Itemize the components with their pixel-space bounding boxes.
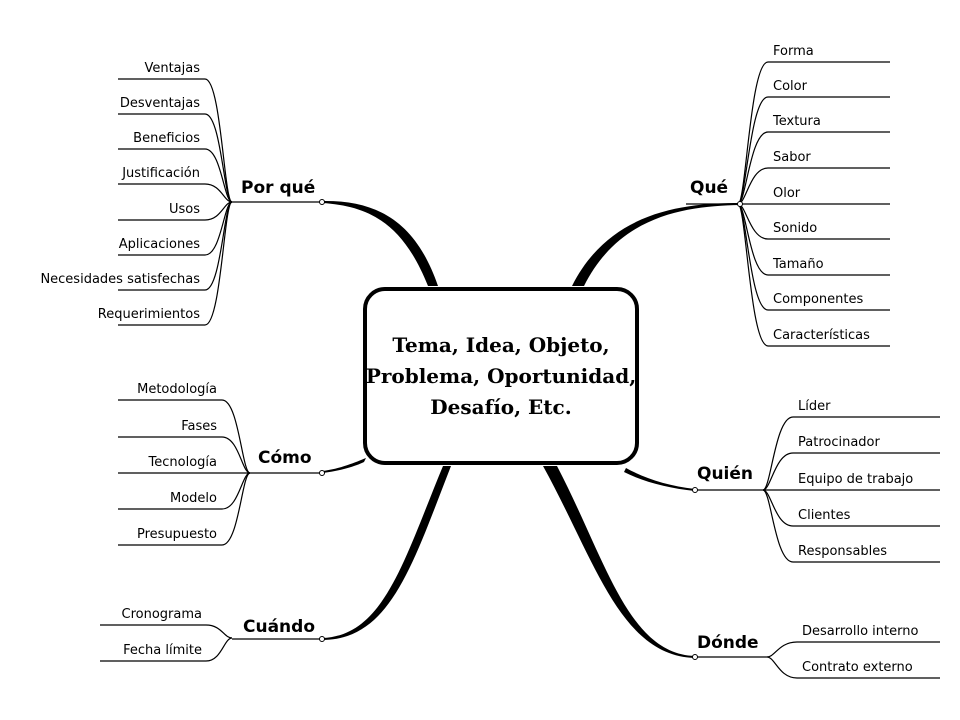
leaf-que-tamano: Tamaño [773, 257, 824, 272]
leaf-que-forma: Forma [773, 44, 814, 59]
leaf-como-metodologia: Metodología [137, 382, 217, 397]
branch-label-donde: Dónde [697, 633, 759, 653]
trunk-quien [624, 468, 695, 491]
leaf-donde-desarrollo-interno: Desarrollo interno [802, 624, 919, 639]
central-topic: Tema, Idea, Objeto, Problema, Oportunida… [363, 287, 639, 465]
branch-label-quien: Quién [697, 464, 754, 484]
node-dot-como [319, 470, 325, 476]
connector-como-4 [221, 472, 251, 546]
leaf-porque-usos: Usos [168, 202, 200, 217]
leaf-quien-clientes: Clientes [798, 508, 851, 523]
trunk-cuando [322, 466, 451, 640]
trunk-donde [543, 466, 695, 658]
leaf-porque-justificacion: Justificación [122, 166, 200, 181]
leaf-que-textura: Textura [773, 114, 821, 129]
connector-cuando-1 [205, 637, 233, 662]
connector-porque-2 [204, 148, 233, 203]
leaf-que-caracteristicas: Características [773, 328, 870, 343]
leaf-cuando-cronograma: Cronograma [121, 607, 202, 622]
connector-quien-4 [762, 489, 794, 563]
leaf-porque-aplicaciones: Aplicaciones [118, 237, 200, 252]
connector-porque-3 [204, 183, 233, 203]
leaf-porque-necesidades: Necesidades satisfechas [40, 272, 200, 287]
leaf-que-sonido: Sonido [773, 221, 818, 236]
node-dots [319, 199, 743, 660]
connector-donde-0 [766, 641, 798, 658]
leaf-que-olor: Olor [773, 186, 801, 201]
central-topic-line-2: Problema, Oportunidad, [365, 363, 637, 388]
leaf-porque-ventajas: Ventajas [144, 61, 200, 76]
connector-porque-7 [204, 201, 233, 326]
branch-label-como: Cómo [258, 448, 312, 468]
leaf-quien-lider: Líder [798, 399, 831, 414]
leaf-como-tecnologia: Tecnología [148, 455, 217, 470]
leaf-que-sabor: Sabor [773, 150, 811, 165]
trunk-porque [322, 200, 438, 286]
leaf-quien-patrocinador: Patrocinador [798, 435, 880, 450]
branch-label-que: Qué [690, 178, 729, 198]
leaf-porque-requerimientos: Requerimientos [97, 307, 200, 322]
node-dot-cuando [319, 636, 325, 642]
node-dot-quien [692, 487, 698, 493]
leaf-que-componentes: Componentes [773, 292, 864, 307]
leaf-quien-equipo: Equipo de trabajo [798, 472, 914, 487]
leaf-como-modelo: Modelo [170, 491, 217, 506]
leaf-cuando-fecha-limite: Fecha límite [123, 643, 202, 658]
connector-cuando-0 [205, 624, 233, 639]
trunk-que [572, 203, 740, 286]
leaf-que-color: Color [773, 79, 807, 94]
leaf-como-fases: Fases [181, 419, 217, 434]
branch-label-porque: Por qué [241, 178, 316, 198]
central-topic-line-3: Desafío, Etc. [430, 394, 572, 419]
leaf-porque-beneficios: Beneficios [133, 131, 200, 146]
leaf-porque-desventajas: Desventajas [119, 96, 200, 111]
branch-trunks [322, 200, 740, 658]
node-dot-que [737, 201, 743, 207]
connector-donde-1 [766, 656, 798, 679]
central-topic-line-1: Tema, Idea, Objeto, [392, 332, 610, 357]
node-dot-donde [692, 654, 698, 660]
connector-quien-1 [762, 452, 794, 491]
trunk-como [322, 458, 366, 473]
connector-como-0 [221, 399, 251, 474]
connector-como-1 [221, 436, 251, 474]
branch-label-cuando: Cuándo [243, 617, 316, 637]
connector-que-8 [737, 203, 769, 347]
leaf-connectors [100, 61, 940, 679]
node-dot-porque [319, 199, 325, 205]
connector-quien-3 [762, 489, 794, 527]
leaf-quien-responsables: Responsables [798, 544, 888, 559]
leaf-como-presupuesto: Presupuesto [137, 527, 217, 542]
leaf-donde-contrato-externo: Contrato externo [802, 660, 913, 675]
